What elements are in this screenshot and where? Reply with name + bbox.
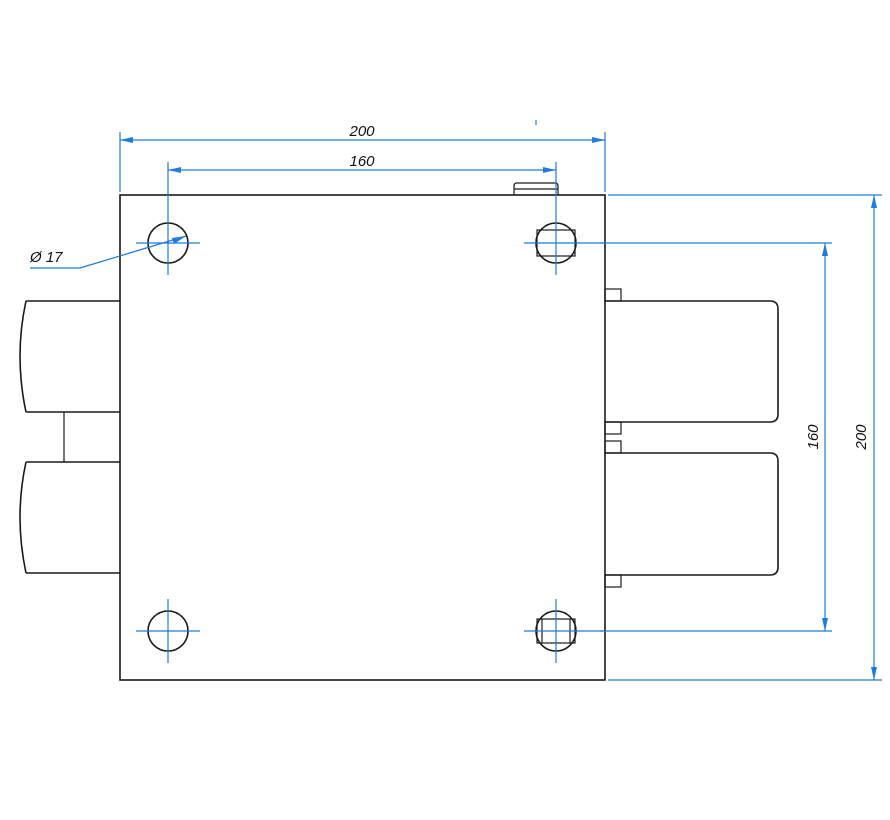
dim-overall-height (608, 194, 882, 681)
hole-bottom-left (136, 599, 200, 663)
dim-hole-spacing-horizontal (167, 162, 557, 211)
dim-hole-diameter-leader (30, 235, 187, 269)
hole-top-left (136, 211, 200, 275)
left-pipe-upper (19, 300, 120, 413)
dim-hole-spacing-horizontal-label: 160 (349, 153, 375, 170)
right-block-lower (604, 440, 779, 588)
hole-top-right (524, 211, 605, 275)
dim-overall-width (119, 132, 606, 192)
top-tab (513, 182, 559, 195)
left-pipe-lower (19, 461, 120, 574)
dim-hole-spacing-vertical-label: 160 (805, 424, 822, 450)
dim-hole-spacing-vertical (600, 242, 832, 632)
right-block-upper (604, 288, 779, 435)
dim-hole-diameter-label: Ø 17 (29, 249, 63, 266)
base-plate (119, 194, 606, 681)
hole-bottom-right (524, 599, 605, 663)
dim-overall-width-label: 200 (348, 123, 375, 140)
dim-overall-height-label: 200 (853, 424, 870, 451)
